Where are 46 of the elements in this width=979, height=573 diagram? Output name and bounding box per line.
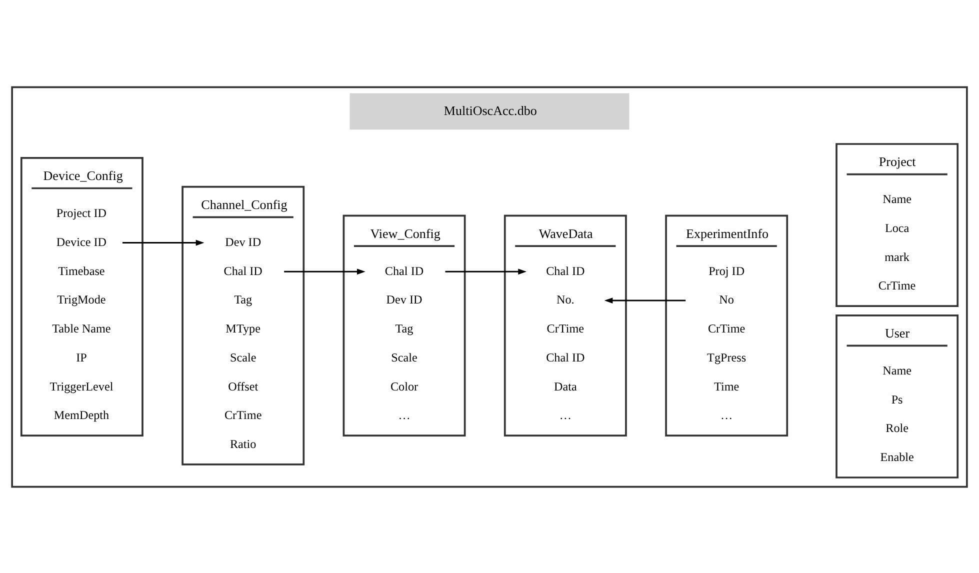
node-text: CrTime [708, 321, 746, 336]
node-text: … [398, 408, 410, 422]
node-text: Tag [234, 292, 252, 306]
node-text: Proj ID [708, 263, 745, 278]
node-text: Name [882, 362, 912, 377]
node-text: TgPress [707, 350, 746, 364]
node-text: Table Name [52, 321, 111, 336]
node-text: MType [226, 321, 261, 336]
arrow [604, 297, 686, 303]
node-text: IP [76, 350, 87, 364]
node-text: Color [390, 378, 418, 393]
node-text: Scale [230, 350, 256, 364]
node-text: Chal ID [384, 263, 424, 278]
node-text: No [719, 292, 734, 306]
node-text: Project ID [56, 206, 107, 220]
node-text: TriggerLevel [50, 378, 114, 393]
node-text: CrTime [546, 321, 584, 336]
node-text: Offset [228, 378, 258, 393]
node-text: CrTime [878, 278, 916, 292]
node-text: … [559, 408, 572, 422]
arrow [284, 268, 366, 274]
node-text: Ps [891, 392, 903, 406]
node-text: mark [884, 249, 910, 264]
node-text: Dev ID [225, 234, 262, 248]
node-text: TrigMode [57, 292, 106, 306]
node-text: … [720, 408, 733, 422]
node-text: Role [886, 420, 908, 435]
node-text: Device ID [56, 234, 107, 248]
node-text: Chal ID [224, 263, 262, 278]
node-text: MemDepth [54, 408, 110, 422]
node-text: Tag [395, 321, 414, 336]
node-text: No. [556, 292, 574, 306]
node-text: CrTime [224, 408, 262, 422]
arrow [122, 239, 204, 246]
node-text: Time [714, 378, 740, 393]
node-text: Name [882, 192, 912, 206]
node-text: Chal ID [546, 263, 585, 278]
node-text: Loca [884, 220, 910, 234]
node-text: Data [554, 378, 577, 393]
node-text: Ratio [230, 436, 256, 451]
arrow [445, 268, 527, 274]
node-text: Chal ID [546, 350, 585, 364]
node-text: Scale [391, 350, 418, 364]
node-text: Dev ID [386, 292, 422, 306]
node-text: Enable [880, 450, 914, 464]
node-text: Timebase [58, 263, 105, 278]
